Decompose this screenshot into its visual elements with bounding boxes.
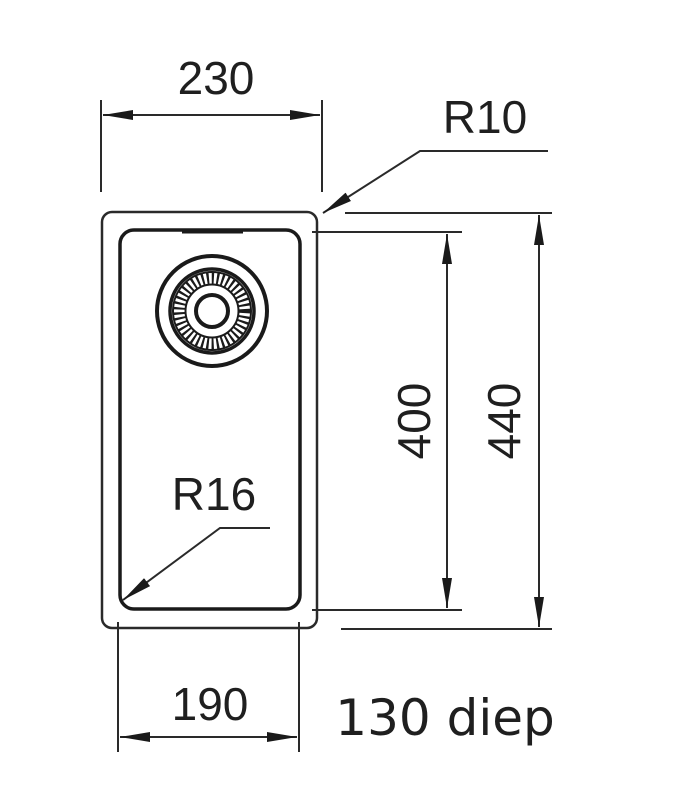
- outer-width-label: 230: [178, 52, 255, 104]
- inner-width-label: 190: [172, 678, 249, 730]
- dimension-outer-width: 230: [100, 52, 323, 192]
- dimension-inner-height: 400: [388, 234, 452, 608]
- drain-strainer-icon: [155, 254, 269, 368]
- outer-height-label: 440: [478, 383, 530, 460]
- dimension-outer-height: 440: [478, 215, 544, 627]
- depth-label: 130 diep: [335, 689, 554, 747]
- dimension-outer-radius: R10: [322, 91, 548, 214]
- dimension-inner-width: 190: [117, 622, 300, 752]
- inner-height-label: 400: [388, 383, 440, 460]
- inner-radius-label: R16: [172, 468, 256, 520]
- outer-rim: [100, 210, 319, 630]
- inner-basin: [118, 228, 302, 611]
- outer-radius-label: R10: [443, 91, 527, 143]
- dimension-inner-radius: R16: [122, 468, 270, 601]
